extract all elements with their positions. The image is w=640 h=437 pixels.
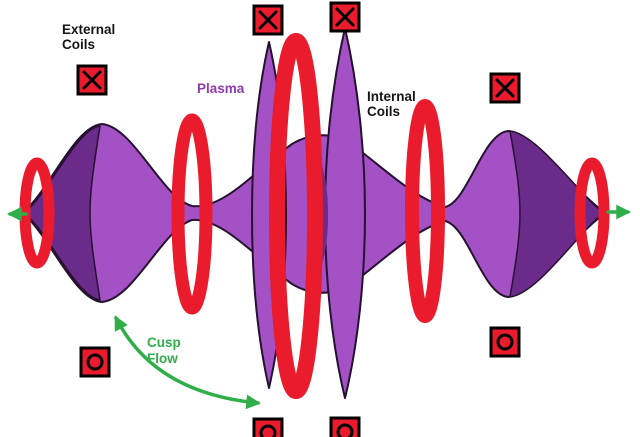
x-icon xyxy=(335,7,355,27)
dot-icon xyxy=(86,353,104,371)
plasma-shade-left-cone xyxy=(23,125,101,301)
external-coils-label-line1: External xyxy=(62,22,115,37)
x-icon xyxy=(82,70,102,90)
coil-x-marker-top-center-left xyxy=(252,4,284,36)
internal-coils-label-line2: Coils xyxy=(367,104,400,119)
cusp-flow-label-line2: Flow xyxy=(147,351,178,366)
cusp-flow-label-line1: Cusp xyxy=(147,335,181,350)
coil-x-marker-external-left xyxy=(76,64,108,96)
coil-x-marker-external-right xyxy=(489,72,521,104)
external-coils-label-line2: Coils xyxy=(62,37,95,52)
coil-o-marker-bottom-center-left xyxy=(252,417,284,437)
coil-o-marker-bottom-center-right xyxy=(329,416,361,437)
internal-coils-label: Internal Coils xyxy=(367,89,416,119)
plasma-central-spindle-right xyxy=(324,27,366,399)
coil-o-marker-bottom-left xyxy=(79,346,111,378)
coil-ring-inner-right xyxy=(405,99,445,323)
internal-coils-label-line1: Internal xyxy=(367,89,416,104)
plasma-label: Plasma xyxy=(197,81,245,96)
plasma-shade-right-cone xyxy=(509,130,605,298)
cusp-flow-arrow xyxy=(114,315,261,410)
coil-ring-center xyxy=(269,33,323,399)
coil-o-marker-bottom-right xyxy=(489,326,521,358)
dot-icon xyxy=(496,333,514,351)
cusp-flow-label: Cusp Flow xyxy=(147,335,181,366)
dot-icon xyxy=(336,423,354,437)
external-coils-label: External Coils xyxy=(62,22,115,52)
coil-ring-far-right xyxy=(574,157,610,269)
x-icon xyxy=(258,10,278,30)
coil-x-marker-top-center-right xyxy=(329,1,361,33)
x-icon xyxy=(495,78,515,98)
coil-ring-inner-left xyxy=(171,113,213,315)
dot-icon xyxy=(259,424,277,437)
